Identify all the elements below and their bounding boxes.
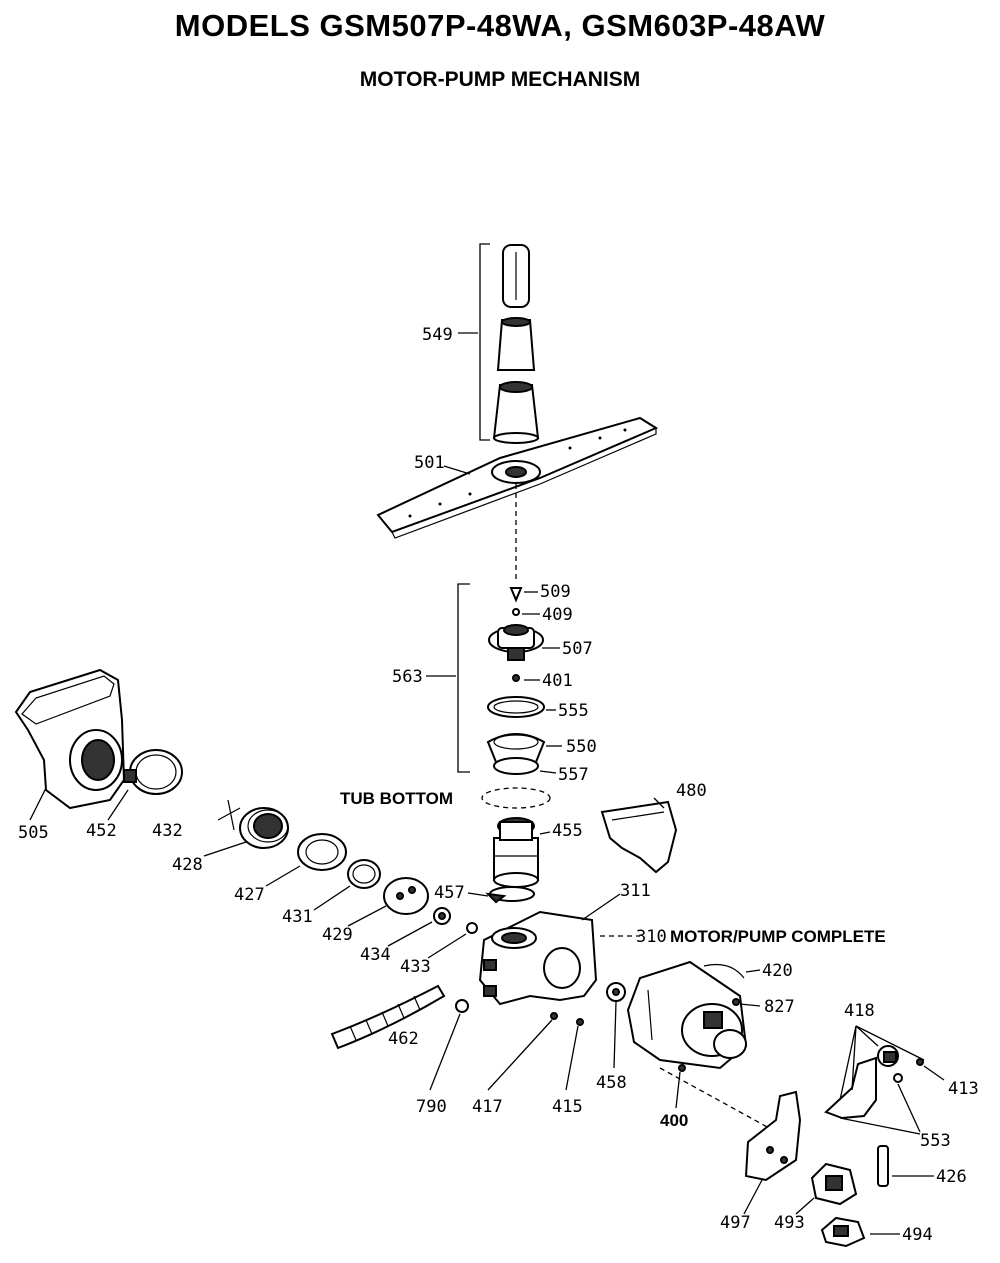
part-563-assembly <box>426 583 562 775</box>
label-409: 409 <box>542 605 573 625</box>
tub-bottom-label: TUB BOTTOM <box>340 789 453 808</box>
label-413: 413 <box>948 1079 979 1099</box>
label-417: 417 <box>472 1097 503 1117</box>
part-455-seal <box>493 817 551 888</box>
part-458-grommet <box>606 982 626 1069</box>
label-497: 497 <box>720 1213 751 1233</box>
label-428: 428 <box>172 855 203 875</box>
part-motor <box>626 960 781 1135</box>
label-310: 310 <box>636 927 667 947</box>
part-493-clip <box>795 1162 858 1215</box>
motor-pump-complete-label: MOTOR/PUMP COMPLETE <box>670 927 886 946</box>
label-549: 549 <box>422 325 453 345</box>
label-827: 827 <box>764 997 795 1017</box>
part-427-gasket <box>265 833 347 887</box>
part-452-clamp <box>107 749 183 821</box>
label-462: 462 <box>388 1029 419 1049</box>
label-457: 457 <box>434 883 465 903</box>
part-415-screw <box>565 1018 584 1091</box>
label-455: 455 <box>552 821 583 841</box>
part-311-pump-housing <box>478 893 640 1006</box>
label-507: 507 <box>562 639 593 659</box>
label-400: 400 <box>660 1111 688 1130</box>
label-509: 509 <box>540 582 571 602</box>
part-418-bracket <box>824 1025 925 1120</box>
label-480: 480 <box>676 781 707 801</box>
label-501: 501 <box>414 453 445 473</box>
tub-bottom-indicator <box>481 787 551 809</box>
page-subtitle: MOTOR-PUMP MECHANISM <box>359 68 641 91</box>
label-550: 550 <box>566 737 597 757</box>
part-428-filter <box>203 807 289 857</box>
label-401: 401 <box>542 671 573 691</box>
label-420: 420 <box>762 961 793 981</box>
label-427: 427 <box>234 885 265 905</box>
part-433-nut <box>427 922 478 959</box>
part-420-wire <box>703 963 761 979</box>
part-429-impeller <box>347 877 429 927</box>
part-432-spring <box>217 799 241 831</box>
part-827-screw <box>732 998 761 1007</box>
part-497-mount <box>743 1090 802 1215</box>
part-553-spacer <box>839 1073 921 1135</box>
label-555: 555 <box>558 701 589 721</box>
label-434: 434 <box>360 945 391 965</box>
part-462-drain-hose <box>330 984 446 1050</box>
part-426-pin <box>877 1145 934 1187</box>
label-426: 426 <box>936 1167 967 1187</box>
label-493: 493 <box>774 1213 805 1233</box>
part-434-washer <box>387 907 451 947</box>
part-431-ring <box>313 859 381 911</box>
label-553: 553 <box>920 1131 951 1151</box>
part-417-screw <box>487 1012 558 1091</box>
page-title: MODELS GSM507P-48WA, GSM603P-48AW <box>174 8 826 43</box>
label-790: 790 <box>416 1097 447 1117</box>
part-501-spray-arm <box>376 416 659 582</box>
label-429: 429 <box>322 925 353 945</box>
label-415: 415 <box>552 1097 583 1117</box>
label-563: 563 <box>392 667 423 687</box>
label-433: 433 <box>400 957 431 977</box>
part-413-screw <box>916 1058 945 1081</box>
label-557: 557 <box>558 765 589 785</box>
label-311: 311 <box>620 881 651 901</box>
part-505-housing <box>14 668 126 821</box>
label-494: 494 <box>902 1225 933 1245</box>
label-431: 431 <box>282 907 313 927</box>
part-457-clamp <box>467 886 535 904</box>
label-432: 432 <box>152 821 183 841</box>
part-480-cover <box>600 797 678 874</box>
label-452: 452 <box>86 821 117 841</box>
part-549-tubes <box>458 243 540 444</box>
part-494-pad <box>820 1216 900 1248</box>
label-505: 505 <box>18 823 49 843</box>
part-labels: 549 501 509 409 507 563 401 555 550 557 … <box>18 325 979 1245</box>
label-418: 418 <box>844 1001 875 1021</box>
part-790-fitting <box>429 999 469 1091</box>
label-458: 458 <box>596 1073 627 1093</box>
